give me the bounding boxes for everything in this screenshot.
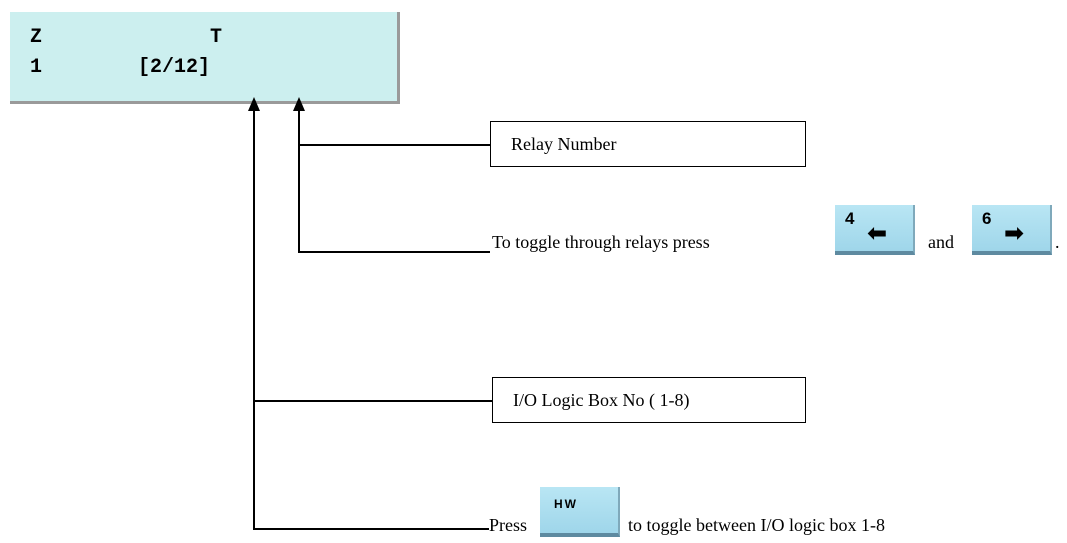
lcd-line-2: 1 [2/12] xyxy=(30,56,211,79)
key-4-left[interactable]: 4 ⬅ xyxy=(835,205,915,255)
lcd-display: Z T 1 [2/12] xyxy=(10,12,400,104)
toggle-relays-and: and xyxy=(928,232,954,252)
arrow-left-icon: ⬅ xyxy=(867,219,888,247)
toggle-relays-caption: To toggle through relays press xyxy=(492,232,710,252)
connector-relay-vertical xyxy=(298,110,300,252)
lcd-line-1: Z T xyxy=(30,26,223,49)
relay-number-label-box: Relay Number xyxy=(490,121,806,167)
hw-key-label: HW xyxy=(554,497,578,511)
press-caption-prefix: Press xyxy=(489,515,528,535)
arrowhead-logic-box xyxy=(248,97,260,111)
hw-key[interactable]: HW xyxy=(540,487,620,537)
relay-number-label: Relay Number xyxy=(511,133,617,154)
io-logic-box-label: I/O Logic Box No ( 1-8) xyxy=(513,389,690,410)
arrowhead-relay-number xyxy=(293,97,305,111)
connector-logic-box-horizontal xyxy=(253,400,493,402)
toggle-relays-period: . xyxy=(1055,232,1060,252)
connector-relay-number-horizontal xyxy=(298,144,490,146)
connector-press-horizontal xyxy=(253,528,489,530)
io-logic-box-label-box: I/O Logic Box No ( 1-8) xyxy=(492,377,806,423)
key-6-number: 6 xyxy=(982,209,992,228)
arrow-right-icon: ➡ xyxy=(1004,219,1025,247)
key-4-number: 4 xyxy=(845,209,855,228)
press-caption-suffix: to toggle between I/O logic box 1-8 xyxy=(628,515,885,535)
connector-toggle-relays-horizontal xyxy=(298,251,490,253)
connector-logic-box-vertical xyxy=(253,110,255,530)
key-6-right[interactable]: 6 ➡ xyxy=(972,205,1052,255)
